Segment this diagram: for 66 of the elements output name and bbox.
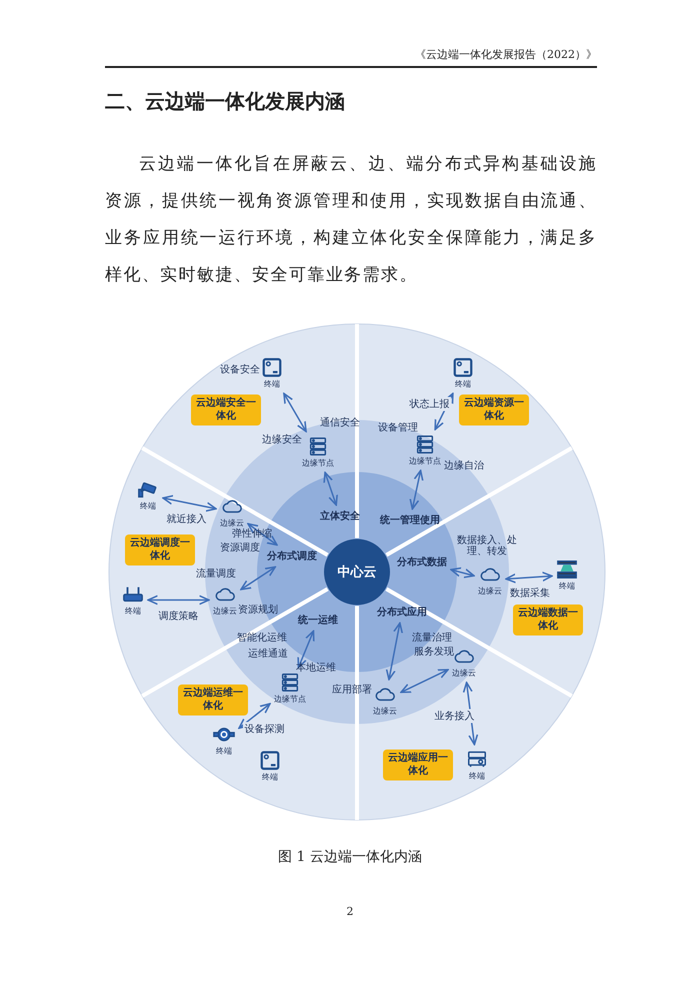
diagram-label: 运维通道 <box>248 648 288 660</box>
edge-label: 设备探测 <box>243 722 286 736</box>
diagram-label: 资源调度 <box>220 542 260 554</box>
double-arrow <box>450 567 475 578</box>
icon-caption: 边缘云 <box>220 518 244 528</box>
ring-label: 统一运维 <box>298 613 338 627</box>
page-number: 2 <box>346 905 354 918</box>
icon-caption: 边缘云 <box>373 706 397 716</box>
icon-caption: 终端 <box>216 746 232 756</box>
diagram-label: 数据接入、处理、转发 <box>456 535 518 557</box>
diagram-label: 弹性伸缩 <box>232 528 272 540</box>
double-arrow <box>386 622 403 680</box>
diagram-label: 流量治理 <box>412 632 452 644</box>
icon-caption: 边缘节点 <box>302 458 334 468</box>
ring-label: 分布式调度 <box>267 549 317 563</box>
edge-label: 数据采集 <box>509 586 552 600</box>
category-tag: 云边端安全一体化 <box>191 394 261 426</box>
icon-caption: 终端 <box>262 772 278 782</box>
icon-caption: 边缘节点 <box>409 456 441 466</box>
edge-label: 状态上报 <box>408 397 451 412</box>
body-paragraph: 云边端一体化旨在屏蔽云、边、端分布式异构基础设施资源，提供统一视角资源管理和使用，实现数据自由流通、业务应用统一运行环境，构建立体化安全保障能力，满足多样化、实时敏捷、安全可靠业务需求。 <box>105 153 597 287</box>
diagram-label: 通信安全 <box>320 418 360 428</box>
ring-label: 统一管理使用 <box>380 514 440 527</box>
diagram-label: 边缘自治 <box>444 460 484 472</box>
diagram-label: 应用部署 <box>332 684 372 696</box>
double-arrow <box>247 522 278 546</box>
double-arrow <box>240 566 276 590</box>
category-tag: 云边端数据一体化 <box>513 604 583 636</box>
ring-label: 分布式数据 <box>397 556 447 569</box>
double-arrow <box>238 702 271 729</box>
category-tag: 云边端应用一体化 <box>383 750 453 780</box>
icon-caption: 终端 <box>264 378 280 390</box>
diagram-label: 智能化运维 <box>237 632 287 644</box>
figure-caption: 图 1 云边端一体化内涵 <box>277 848 423 866</box>
double-arrow <box>505 572 553 584</box>
icon-caption: 终端 <box>455 378 471 390</box>
icon-caption: 终端 <box>559 580 575 592</box>
edge-label: 调度策略 <box>158 609 200 623</box>
diagram-label: 资源规划 <box>238 604 278 616</box>
diagram-label: 设备安全 <box>220 364 260 376</box>
icon-caption: 边缘云 <box>478 586 502 596</box>
double-arrow <box>297 630 315 668</box>
diagram-label: 本地运维 <box>296 662 336 674</box>
running-header: 《云边端一体化发展报告（2022）》 <box>415 47 597 62</box>
edge-label: 业务接入 <box>434 708 476 722</box>
category-tag: 云边端资源一体化 <box>459 394 529 426</box>
edge-label: 就近接入 <box>165 512 208 526</box>
double-arrow <box>323 472 338 506</box>
icon-caption: 终端 <box>125 606 141 616</box>
category-tag: 云边端调度一体化 <box>125 534 195 566</box>
icon-caption: 边缘节点 <box>274 694 306 704</box>
category-tag: 云边端运维一体化 <box>178 684 248 716</box>
double-arrow <box>409 470 424 510</box>
diagram-label: 服务发现 <box>414 646 454 658</box>
double-arrow <box>283 392 307 432</box>
icon-caption: 边缘云 <box>452 668 476 678</box>
icon-caption: 终端 <box>140 500 156 512</box>
double-arrow <box>147 595 210 605</box>
diagram-label: 边缘安全 <box>262 434 302 446</box>
icon-caption: 边缘云 <box>213 606 237 616</box>
double-arrow <box>400 668 449 694</box>
section-heading: 二、云边端一体化发展内涵 <box>105 88 345 115</box>
icon-caption: 终端 <box>469 770 485 782</box>
double-arrow <box>162 495 217 512</box>
diagram-label: 设备管理 <box>378 422 418 434</box>
diagram-label: 流量调度 <box>196 568 236 580</box>
